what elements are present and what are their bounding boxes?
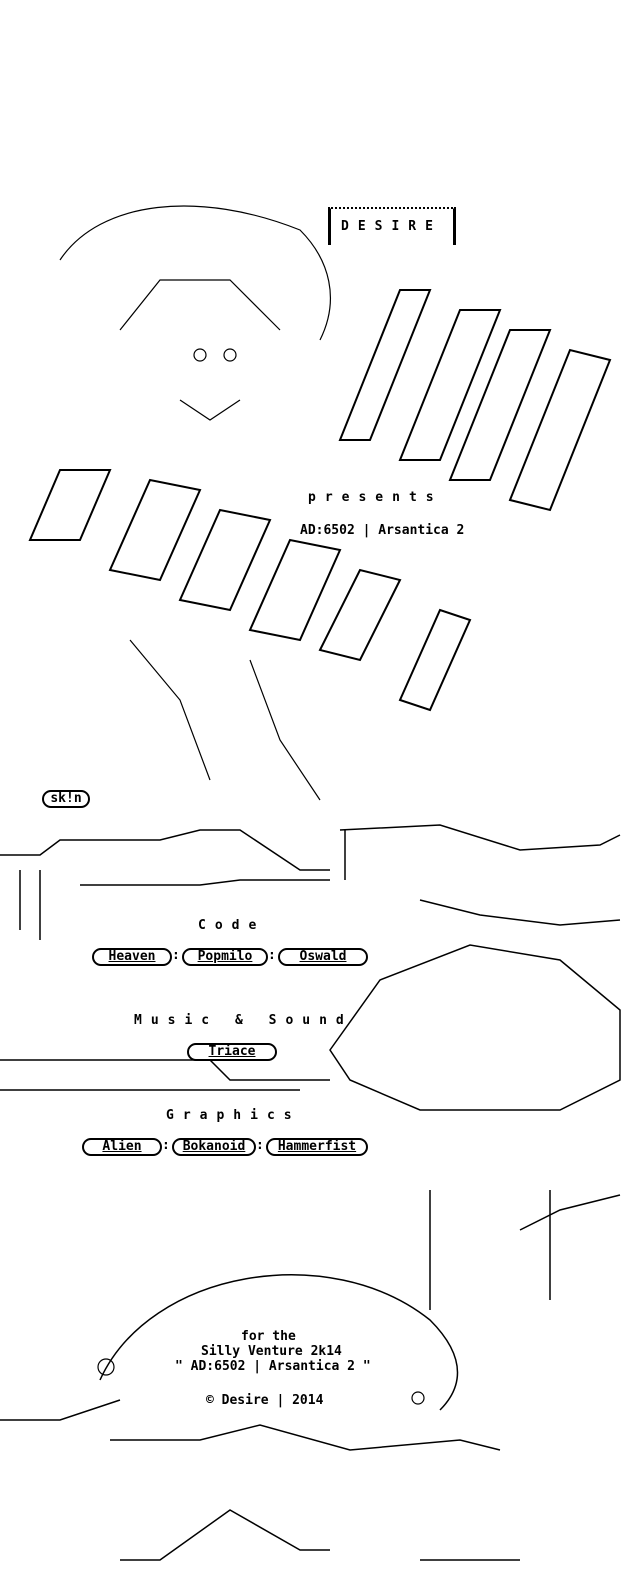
desire-logo: DESIRE <box>341 219 442 234</box>
credit-category-music: Music & Sound <box>134 1013 353 1028</box>
separator: : <box>268 948 276 963</box>
credit-name-alien: Alien <box>82 1138 162 1156</box>
arsantica-logo-art <box>28 289 612 712</box>
separator: : <box>172 948 180 963</box>
desire-logo-box: DESIRE <box>328 207 456 245</box>
footer-line-2: Silly Venture 2k14 <box>201 1344 342 1359</box>
separator: : <box>256 1138 264 1153</box>
artist-tag: sk!n <box>42 790 90 808</box>
credit-name-bokanoid: Bokanoid <box>172 1138 256 1156</box>
footer-copyright: © Desire | 2014 <box>206 1393 324 1408</box>
credit-category-code: Code <box>198 918 266 933</box>
credit-name-oswald: Oswald <box>278 948 368 966</box>
credit-name-heaven: Heaven <box>92 948 172 966</box>
credit-category-graphics: Graphics <box>166 1108 301 1123</box>
credit-name-popmilo: Popmilo <box>182 948 268 966</box>
separator: : <box>162 1138 170 1153</box>
release-title: AD:6502 | Arsantica 2 <box>300 523 465 538</box>
credit-name-triace: Triace <box>187 1043 277 1061</box>
horizon-lines <box>0 824 621 1561</box>
creature-art <box>59 205 425 1405</box>
presents-text: presents <box>308 490 443 505</box>
footer-line-1: for the <box>241 1329 296 1344</box>
credit-name-hammerfist: Hammerfist <box>266 1138 368 1156</box>
footer-line-3: " AD:6502 | Arsantica 2 " <box>175 1359 371 1374</box>
